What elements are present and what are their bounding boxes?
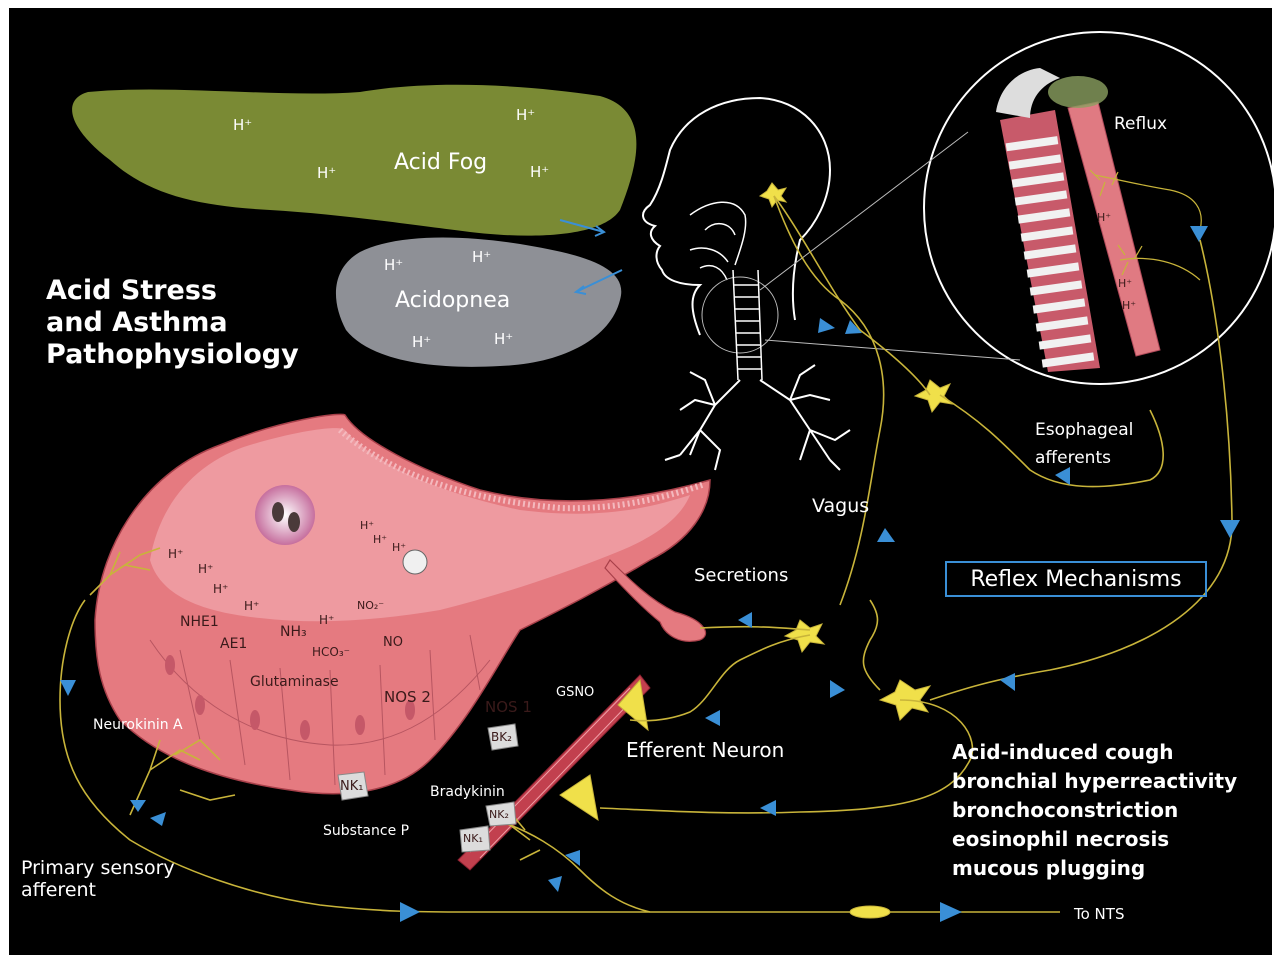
acid-fog-ion: H⁺ bbox=[516, 108, 535, 123]
effect-item: eosinophil necrosis bbox=[952, 825, 1237, 854]
reflex-mechanisms-box: Reflex Mechanisms bbox=[945, 561, 1207, 597]
hco3-label: HCO₃⁻ bbox=[312, 646, 350, 658]
h-ion-label: H⁺ bbox=[360, 520, 374, 531]
inset-ion: H⁺ bbox=[1097, 212, 1111, 223]
to-nts-label: To NTS bbox=[1074, 907, 1124, 922]
reflux-vapor bbox=[1048, 76, 1108, 108]
nos2-label: NOS 2 bbox=[384, 690, 431, 705]
title-line-3: Pathophysiology bbox=[46, 339, 299, 371]
nhe1-label: NHE1 bbox=[180, 615, 219, 629]
neurokinin-a-label: Neurokinin A bbox=[93, 718, 183, 732]
bronchial-tree bbox=[665, 365, 850, 470]
nk2-receptor-label: NK₂ bbox=[489, 809, 509, 820]
airway-outline bbox=[690, 202, 746, 280]
secretions-label: Secretions bbox=[694, 567, 788, 585]
inset-ion: H⁺ bbox=[1122, 300, 1136, 311]
esophageal-afferents-label: Esophageal afferents bbox=[1035, 416, 1175, 472]
effect-item: bronchoconstriction bbox=[952, 796, 1237, 825]
no-label: NO bbox=[383, 636, 403, 649]
h-ion-label: H⁺ bbox=[392, 542, 406, 553]
bradykinin-label: Bradykinin bbox=[430, 785, 505, 799]
submucosal-gland bbox=[605, 560, 706, 641]
primary-sensory-afferent-label: Primary sensory afferent bbox=[21, 857, 221, 901]
glutaminase-label: Glutaminase bbox=[250, 675, 339, 689]
trachea bbox=[733, 270, 762, 380]
diagram-title: Acid Stress and Asthma Pathophysiology bbox=[46, 275, 299, 371]
acid-fog-ion: H⁺ bbox=[233, 118, 252, 133]
h-ion-label: H⁺ bbox=[244, 600, 259, 612]
airway-lumen bbox=[150, 428, 690, 621]
eosinophil bbox=[255, 485, 315, 545]
h-ion-label: H⁺ bbox=[373, 534, 387, 545]
larynx-circle bbox=[702, 277, 778, 353]
h-ion-label: H⁺ bbox=[168, 548, 183, 560]
bk-receptor-label: BK₂ bbox=[491, 731, 512, 743]
acid-fog-label: Acid Fog bbox=[394, 152, 487, 174]
nk1-receptor-label: NK₁ bbox=[463, 833, 483, 844]
effect-item: mucous plugging bbox=[952, 854, 1237, 883]
nh3-label: NH₃ bbox=[280, 625, 307, 639]
acidopnea-ion: H⁺ bbox=[472, 250, 491, 265]
acidopnea-ion: H⁺ bbox=[412, 335, 431, 350]
head-outline bbox=[643, 98, 830, 335]
nos1-label: NOS 1 bbox=[485, 700, 532, 715]
clinical-effects-list: Acid-induced cough bronchial hyperreacti… bbox=[952, 738, 1237, 883]
effect-item: Acid-induced cough bbox=[952, 738, 1237, 767]
reflux-label: Reflux bbox=[1114, 116, 1167, 133]
title-line-1: Acid Stress bbox=[46, 275, 299, 307]
no2-label: NO₂⁻ bbox=[357, 600, 384, 611]
substance-p-label: Substance P bbox=[323, 824, 409, 838]
acid-fog-ion: H⁺ bbox=[530, 165, 549, 180]
granule-cell bbox=[403, 550, 427, 574]
acidopnea-label: Acidopnea bbox=[395, 290, 510, 312]
efferent-neuron-label: Efferent Neuron bbox=[626, 740, 784, 760]
h-ion-label: H⁺ bbox=[198, 563, 213, 575]
inset-connector-bottom bbox=[765, 340, 1020, 360]
vagus-label: Vagus bbox=[812, 497, 869, 516]
acidopnea-ion: H⁺ bbox=[384, 258, 403, 273]
gsno-label: GSNO bbox=[556, 686, 594, 699]
eosinophil-nucleus-right bbox=[288, 512, 300, 532]
effect-item: bronchial hyperreactivity bbox=[952, 767, 1237, 796]
acidopnea-ion: H⁺ bbox=[494, 332, 513, 347]
eosinophil-nucleus-left bbox=[272, 502, 284, 522]
acid-fog-cloud bbox=[72, 85, 636, 236]
inset-ion: H⁺ bbox=[1118, 278, 1132, 289]
ae1-label: AE1 bbox=[220, 637, 247, 651]
nk1-receptor-label: NK₁ bbox=[340, 780, 363, 793]
h-ion-label: H⁺ bbox=[213, 583, 228, 595]
h-ion-label: H⁺ bbox=[319, 614, 334, 626]
acid-fog-ion: H⁺ bbox=[317, 166, 336, 181]
title-line-2: and Asthma bbox=[46, 307, 299, 339]
